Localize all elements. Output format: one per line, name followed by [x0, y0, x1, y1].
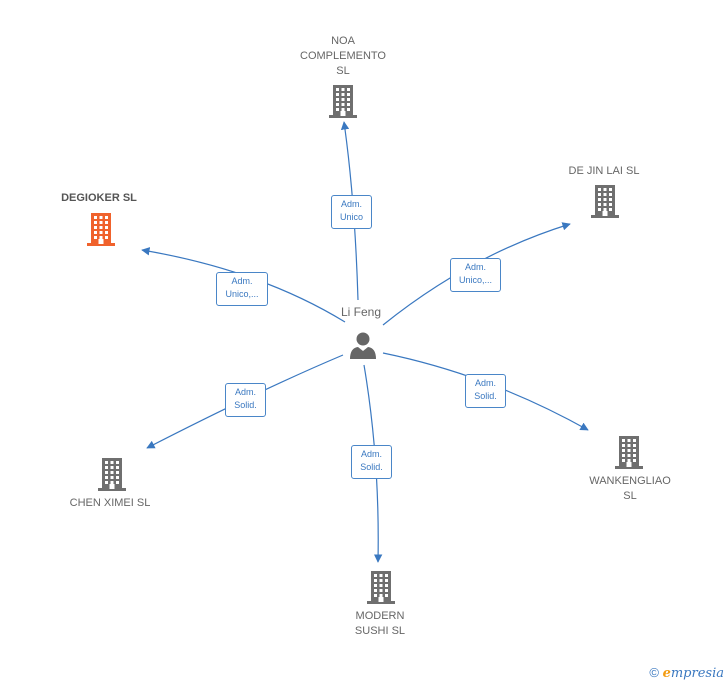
copyright-icon: ©: [649, 665, 659, 680]
relation-label-noa[interactable]: Adm. Unico: [331, 195, 372, 229]
company-label: MODERN SUSHI SL: [354, 610, 406, 637]
company-node-noa[interactable]: NOA COMPLEMENTO SL: [291, 34, 395, 79]
person-icon: [350, 332, 376, 359]
building-icon: [591, 185, 619, 218]
relation-label-modern[interactable]: Adm. Solid.: [351, 445, 392, 479]
company-node-wankengliao[interactable]: WANKENGLIAO SL: [575, 474, 685, 504]
company-label: DEGIOKER SL: [61, 192, 137, 204]
building-icon: [329, 85, 357, 118]
company-label: CHEN XIMEI SL: [69, 497, 151, 509]
building-icon: [98, 458, 126, 491]
brand-logo-text: mpresia: [670, 666, 724, 681]
brand-logo-e: e: [662, 666, 671, 681]
relation-label-degioker[interactable]: Adm. Unico,...: [216, 272, 268, 306]
relation-label-chenximei[interactable]: Adm. Solid.: [225, 383, 266, 417]
building-icon: [87, 213, 115, 246]
relation-label-wankengliao[interactable]: Adm. Solid.: [465, 374, 506, 408]
company-node-dejinlai[interactable]: DE JIN LAI SL: [554, 164, 654, 179]
relation-label-dejinlai[interactable]: Adm. Unico,...: [450, 258, 501, 292]
company-node-chenximei[interactable]: CHEN XIMEI SL: [55, 496, 165, 511]
brand-footer[interactable]: © empresia: [649, 665, 724, 681]
company-label: WANKENGLIAO SL: [589, 475, 671, 502]
company-node-degioker[interactable]: DEGIOKER SL: [44, 191, 154, 206]
person-name: Li Feng: [341, 305, 382, 319]
company-label: DE JIN LAI SL: [568, 165, 640, 177]
company-label: NOA COMPLEMENTO SL: [300, 35, 386, 77]
building-icon: [615, 436, 643, 469]
company-node-modern[interactable]: MODERN SUSHI SL: [330, 609, 430, 639]
building-icon: [367, 571, 395, 604]
